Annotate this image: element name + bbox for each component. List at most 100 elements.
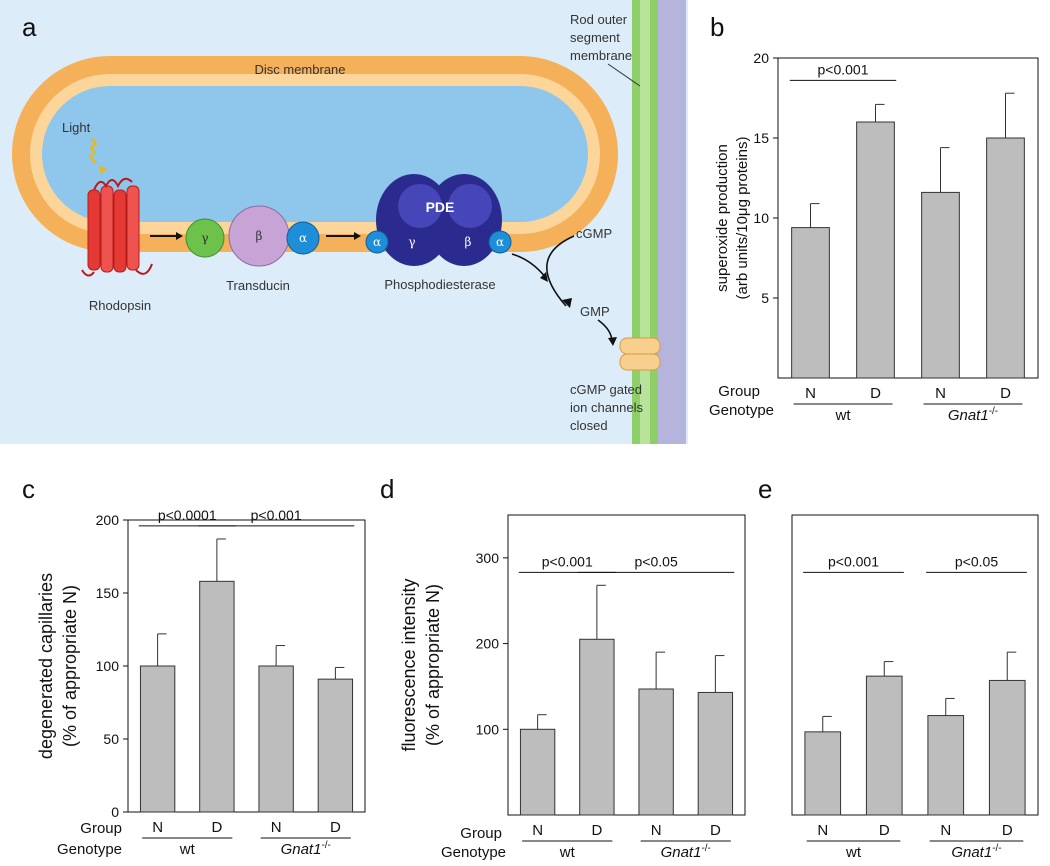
rod-membrane-label-3: membrane: [570, 48, 632, 63]
group-label: N: [651, 822, 662, 839]
pde-alpha-right: [488, 230, 512, 254]
svg-text:α: α: [299, 231, 307, 245]
group-row-label-c: Group: [80, 820, 122, 837]
transducin-gamma: [185, 218, 225, 258]
bar: [856, 121, 895, 379]
svg-text:γ: γ: [201, 231, 208, 245]
pde-label: PDE: [426, 199, 455, 215]
significance-label: p<0.001: [542, 553, 593, 569]
y-tick-label: 50: [103, 731, 119, 747]
svg-text:α: α: [373, 235, 381, 249]
pde-alpha-left: [365, 230, 389, 254]
svg-text:γ: γ: [408, 235, 415, 249]
genotype-label: wt: [835, 407, 852, 424]
rhodopsin-label: Rhodopsin: [89, 298, 151, 313]
y-axis-label: degenerated capillaries: [36, 573, 56, 759]
group-label: D: [879, 822, 890, 839]
panel-letter-e: e: [758, 474, 772, 504]
bar: [317, 678, 354, 813]
group-label: D: [1000, 385, 1011, 402]
channel-label-1: cGMP gated: [570, 382, 642, 397]
genotype-label: Gnat1-/-: [281, 840, 331, 858]
significance-label: p<0.05: [955, 553, 998, 569]
y-tick-label: 10: [753, 210, 769, 226]
y-tick-label: 200: [476, 636, 500, 652]
pde-icon: [376, 174, 502, 266]
bar: [988, 679, 1026, 816]
ion-channel-icon: [619, 337, 661, 371]
y-axis-label: (arb units/10μg proteins): [734, 137, 751, 300]
channel-label-3: closed: [570, 418, 608, 433]
bar: [921, 191, 960, 379]
light-label: Light: [62, 120, 91, 135]
genotype-label: Gnat1-/-: [661, 843, 711, 861]
rhodopsin-icon: [81, 177, 153, 277]
chart-b: 5 10 15 20 superoxide production(arb units/1…: [714, 50, 1039, 424]
transducin-label: Transducin: [226, 278, 290, 293]
group-row-label-d: Group: [460, 825, 502, 842]
group-label: N: [817, 822, 828, 839]
y-tick-label: 100: [96, 658, 120, 674]
bar: [986, 137, 1025, 379]
group-label: N: [532, 822, 543, 839]
group-row-label-b: Group: [718, 383, 760, 400]
group-label: D: [870, 385, 881, 402]
genotype-label: Gnat1-/-: [951, 843, 1001, 861]
genotype-row-label-d: Genotype: [441, 844, 506, 861]
group-label: D: [710, 822, 721, 839]
y-tick-label: 300: [476, 550, 500, 566]
svg-text:β: β: [465, 235, 472, 249]
rod-membrane-pointer: [607, 63, 641, 87]
y-tick-label: 100: [476, 721, 500, 737]
plot-frame: [791, 514, 1039, 816]
bar: [579, 638, 615, 816]
bar: [927, 715, 965, 816]
svg-text:α: α: [496, 235, 504, 249]
genotype-label: wt: [559, 844, 576, 861]
group-label: N: [805, 385, 816, 402]
chart-c: 0 50 100 150 200 degenerated capillaries(% of…: [36, 507, 366, 858]
plot-frame: [507, 514, 746, 816]
bar: [638, 688, 674, 816]
cgmp-label: cGMP: [576, 226, 612, 241]
bar: [804, 731, 842, 816]
y-axis-label: fluorescence intensity: [399, 578, 419, 751]
bar: [258, 665, 294, 813]
rod-membrane-label-1: Rod outer: [570, 12, 628, 27]
genotype-row-label-c: Genotype: [57, 841, 122, 858]
panel-a-diagram: a Disc membrane Rod outer segment membra…: [0, 0, 688, 444]
bar: [199, 580, 235, 813]
svg-text:β: β: [256, 229, 263, 243]
disc-membrane-label: Disc membrane: [254, 62, 345, 77]
bar: [791, 227, 830, 379]
bar: [697, 691, 734, 816]
channel-label-2: ion channels: [570, 400, 643, 415]
significance-label: p<0.001: [828, 553, 879, 569]
group-label: N: [152, 819, 163, 836]
y-tick-label: 20: [753, 50, 769, 66]
bar: [865, 675, 903, 816]
group-label: N: [271, 819, 282, 836]
bar: [139, 665, 176, 813]
y-tick-label: 200: [96, 512, 120, 528]
y-axis-label: (% of appropriate N): [60, 585, 80, 747]
phosphodiesterase-label: Phosphodiesterase: [384, 277, 495, 292]
genotype-label: wt: [179, 841, 196, 858]
significance-label: p<0.001: [251, 507, 302, 523]
gmp-label: GMP: [580, 304, 610, 319]
y-tick-label: 150: [96, 585, 120, 601]
significance-label: p<0.001: [818, 61, 869, 77]
y-tick-label: 5: [761, 290, 769, 306]
rod-membrane-label-2: segment: [570, 30, 620, 45]
outer-membrane-lavender: [658, 0, 686, 444]
transducin-alpha: [286, 221, 320, 255]
group-label: D: [1002, 822, 1013, 839]
y-axis-label: superoxide production: [714, 144, 731, 292]
y-tick-label: 15: [753, 130, 769, 146]
group-label: N: [940, 822, 951, 839]
y-tick-label: 0: [111, 804, 119, 820]
significance-label: p<0.0001: [158, 507, 217, 523]
light-icon: [88, 137, 98, 165]
